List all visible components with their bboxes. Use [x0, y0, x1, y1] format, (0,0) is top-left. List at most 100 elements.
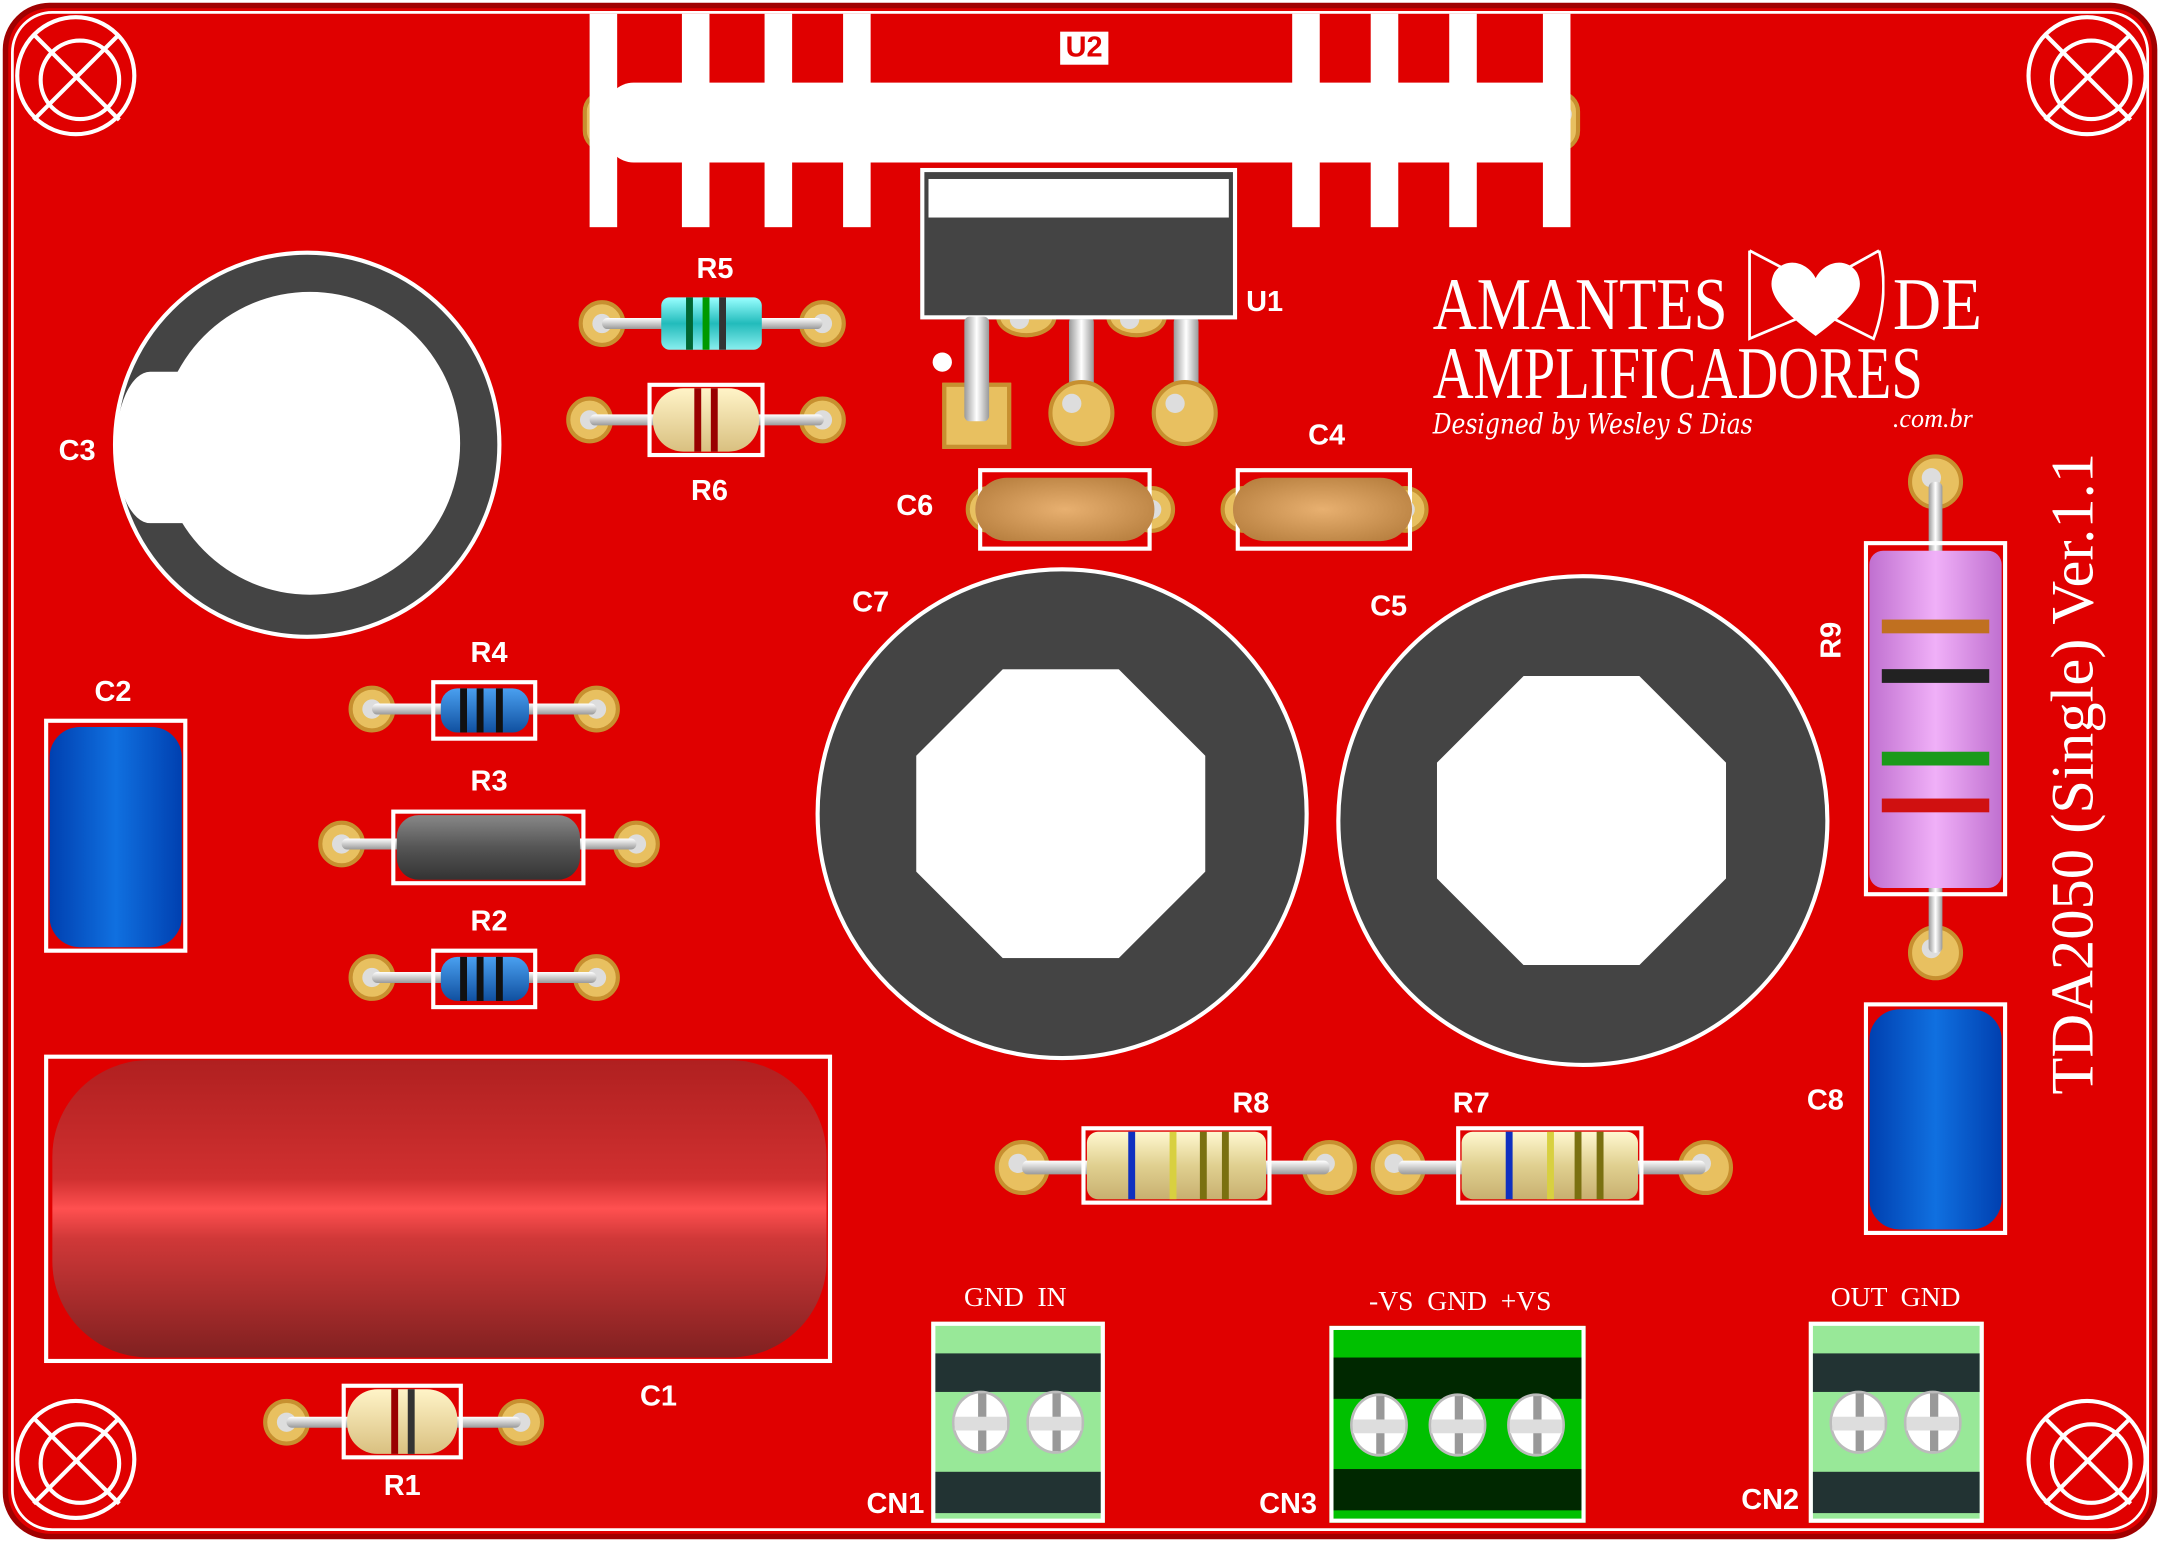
mounting-hole	[2026, 15, 2148, 137]
screw-icon	[1903, 1390, 1962, 1454]
pcb-part	[694, 388, 702, 452]
ref-cn2: CN2	[1741, 1484, 1800, 1516]
pcb-part	[460, 956, 468, 1001]
pcb-part	[1436, 676, 1727, 966]
pcb-part	[1370, 13, 1399, 228]
pcb-part	[710, 388, 718, 452]
ref-c5: C5	[1370, 590, 1408, 623]
ref-c6: C6	[896, 490, 934, 522]
ref-c2: C2	[94, 676, 132, 708]
pcb-part	[964, 316, 990, 422]
pcb-part	[764, 13, 793, 228]
pcb-part	[460, 688, 468, 733]
pcb-part	[407, 1389, 415, 1454]
pcb-part	[606, 82, 1571, 163]
pcb-part	[1169, 1131, 1177, 1200]
cn2-pin-labels: OUT GND	[1830, 1282, 1961, 1313]
mounting-hole	[2026, 1398, 2148, 1520]
pcb-part	[1086, 1131, 1267, 1200]
logo-line1-de: DE	[1892, 262, 1983, 346]
ref-r5: R5	[696, 253, 734, 285]
logo-line2: AMPLIFICADORES	[1432, 331, 1923, 415]
logo-domain: .com.br	[1892, 404, 1973, 434]
pcb-part	[1863, 541, 2008, 897]
pcb-part	[1333, 1469, 1582, 1511]
ref-r4: R4	[470, 637, 508, 670]
mounting-hole	[15, 1398, 137, 1520]
pcb-part	[719, 297, 726, 350]
heart-speaker-icon	[1748, 249, 1885, 341]
pcb-part	[1748, 249, 1885, 341]
pcb-part	[1449, 13, 1477, 228]
terminal-block-cn2	[1808, 1321, 1984, 1523]
ref-c7: C7	[852, 586, 890, 619]
pcb-part	[681, 13, 710, 228]
pcb-part	[431, 948, 538, 1010]
pcb-part	[1292, 13, 1320, 228]
pcb-part	[647, 382, 765, 458]
pcb-part	[1151, 379, 1218, 447]
ref-c3: C3	[58, 435, 96, 467]
board-title: TDA2050 (Single) Ver.1.1	[2038, 452, 2107, 1095]
pcb-part	[52, 1060, 827, 1358]
pcb-part	[476, 688, 484, 733]
pcb-part	[1881, 669, 1990, 683]
pcb-part	[1199, 1131, 1207, 1200]
ref-r3: R3	[470, 765, 508, 798]
cn3-pin-labels: -VS GND +VS	[1369, 1286, 1552, 1317]
pcb-part	[1542, 13, 1571, 228]
pcb-part	[1456, 1126, 1644, 1205]
ref-c1: C1	[639, 1380, 677, 1413]
ref-r1: R1	[383, 1470, 421, 1503]
pcb-part	[391, 1389, 399, 1454]
pcb-part	[1128, 1131, 1136, 1200]
ref-r7: R7	[1452, 1087, 1490, 1120]
pcb-part	[1232, 477, 1413, 542]
pcb-part	[1771, 262, 1860, 336]
pcb-part	[391, 809, 586, 886]
ref-c8: C8	[1806, 1084, 1844, 1117]
pcb-part	[115, 371, 185, 524]
pcb-part	[1863, 1002, 2008, 1235]
pcb-part	[652, 388, 760, 452]
terminal-block-cn3	[1329, 1325, 1586, 1523]
pcb-part	[1596, 1131, 1604, 1200]
pcb-part	[843, 13, 871, 228]
logo-signature: Designed by Wesley S Dias	[1432, 407, 1753, 441]
ref-u1: U1	[1246, 286, 1284, 319]
pcb-part	[1505, 1131, 1513, 1200]
cn1-pin-labels: GND IN	[964, 1282, 1067, 1313]
screw-icon	[1350, 1392, 1408, 1456]
ref-r8: R8	[1232, 1087, 1270, 1120]
pcb-part	[1812, 1353, 1980, 1392]
pcb-part	[431, 680, 538, 741]
logo-amantes-de-amplificadores: AMANTES DE AMPLIFICADORES Designed by We…	[1433, 248, 1984, 441]
screw-icon	[1507, 1392, 1565, 1456]
terminal-block-cn1	[931, 1321, 1105, 1523]
pcb-part	[1881, 798, 1990, 813]
pcb-part	[1081, 1126, 1272, 1205]
pcb-part	[1221, 1131, 1229, 1200]
pcb-part	[686, 297, 693, 350]
board-outline	[11, 11, 2150, 1532]
pcb-part	[49, 726, 182, 948]
logo-line1-amantes: AMANTES	[1432, 262, 1728, 346]
ref-r6: R6	[690, 474, 728, 507]
pcb-part	[1333, 1357, 1582, 1399]
pcb-part	[495, 688, 503, 733]
pcb-part	[347, 1389, 458, 1454]
pcb-part	[1048, 379, 1115, 447]
ref-c4: C4	[1308, 419, 1346, 452]
screw-icon	[1026, 1390, 1085, 1454]
ref-cn3: CN3	[1259, 1488, 1317, 1520]
pcb-part	[935, 1471, 1101, 1514]
pcb-part	[573, 685, 620, 733]
pcb-part	[935, 1353, 1101, 1392]
pcb-part	[44, 1054, 833, 1364]
pcb-part	[1881, 619, 1990, 634]
pcb-part	[396, 815, 580, 880]
screw-icon	[1428, 1392, 1487, 1456]
pcb-part	[1812, 1471, 1980, 1514]
pcb-part	[1574, 1131, 1582, 1200]
